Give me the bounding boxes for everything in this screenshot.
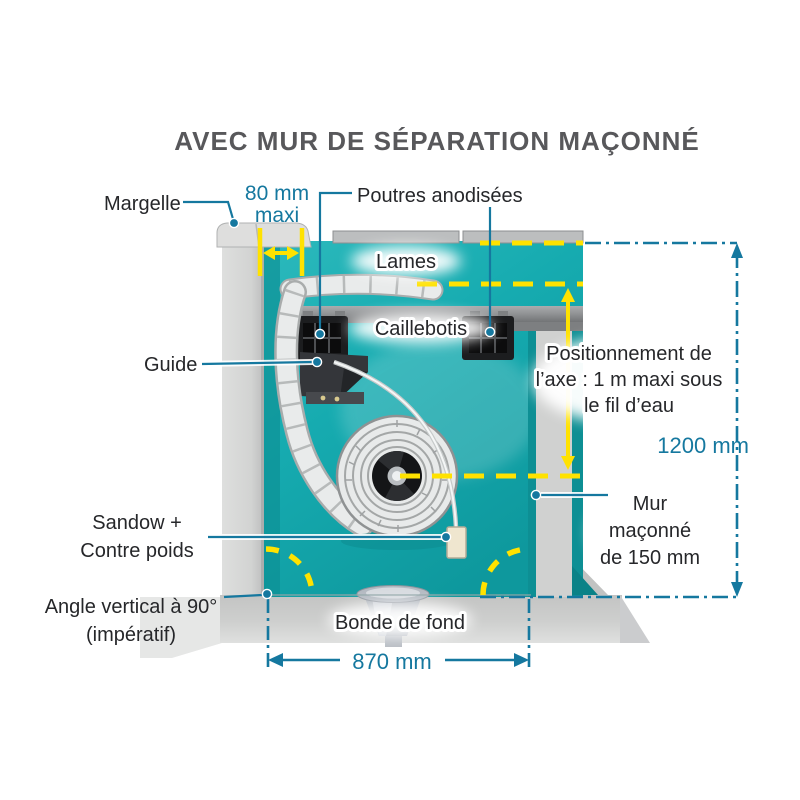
svg-text:Contre poids: Contre poids	[80, 540, 193, 562]
counterweight-icon	[446, 526, 467, 559]
dimension-870	[266, 599, 531, 670]
foundation-left-wedge	[140, 597, 222, 658]
teal-dimensions	[183, 191, 743, 670]
margelle-coping	[216, 222, 312, 248]
width-dimension-label: 870 mm	[352, 649, 431, 674]
leader-guide	[201, 360, 314, 366]
height-dimension-label: 1200 mm	[657, 433, 749, 458]
leader-poutres-left	[318, 191, 352, 329]
gap-dimension-line2: maxi	[255, 204, 299, 227]
top-deck-band	[332, 230, 584, 244]
svg-text:Positionnement de: Positionnement de	[546, 343, 712, 365]
svg-text:l’axe : 1 m maxi sous: l’axe : 1 m maxi sous	[536, 369, 723, 391]
sandow-label: Sandow + Contre poids	[80, 512, 193, 562]
poutres-label: Poutres anodisées	[357, 185, 523, 207]
svg-text:maçonné: maçonné	[609, 520, 691, 542]
left-wall-edge	[261, 245, 264, 595]
svg-text:Mur: Mur	[633, 493, 668, 515]
foundation-right-slant	[620, 595, 650, 643]
svg-text:(impératif): (impératif)	[86, 624, 176, 646]
bonde-label: Bonde de fond	[335, 612, 465, 634]
leader-lines	[183, 191, 608, 599]
label-clouds	[328, 246, 723, 637]
yellow-annotations	[257, 228, 583, 596]
leader-angle	[223, 593, 263, 599]
svg-text:Angle vertical à 90°: Angle vertical à 90°	[45, 596, 218, 618]
leader-margelle	[183, 200, 235, 220]
svg-text:de 150 mm: de 150 mm	[600, 547, 700, 569]
pool-structure	[140, 222, 650, 658]
gap-80mm-arrow	[257, 228, 305, 276]
separation-wall-haunch-teal	[572, 566, 598, 595]
lames-label: Lames	[376, 251, 436, 273]
guide-bracket-icon	[300, 352, 368, 404]
water-left-shadow	[264, 241, 280, 597]
diagram-title: AVEC MUR DE SÉPARATION MAÇONNÉ	[174, 126, 699, 156]
left-wall	[222, 245, 264, 595]
caillebotis-deck-right-cap	[505, 322, 583, 331]
guide-label: Guide	[144, 354, 197, 376]
gap-dimension-line1: 80 mm	[245, 182, 309, 205]
cover-slats	[274, 273, 444, 537]
corner-arc-right	[480, 546, 530, 596]
dimension-1200	[731, 243, 743, 597]
mur-maconne-label: Mur maçonné de 150 mm	[597, 490, 703, 572]
separation-wall-right-face	[572, 330, 583, 597]
margelle-label: Margelle	[104, 193, 181, 215]
svg-text:Sandow +: Sandow +	[92, 512, 182, 534]
caillebotis-label: Caillebotis	[375, 318, 467, 340]
sandow-cord-icon	[333, 359, 459, 528]
separation-wall-left-face	[528, 330, 536, 597]
angle-vertical-label: Angle vertical à 90° (impératif)	[45, 596, 218, 646]
leader-dots	[228, 217, 542, 600]
svg-text:le fil d’eau: le fil d’eau	[584, 395, 674, 417]
positionnement-label: Positionnement de l’axe : 1 m maxi sous …	[533, 340, 726, 420]
corner-arc-left	[265, 546, 315, 596]
